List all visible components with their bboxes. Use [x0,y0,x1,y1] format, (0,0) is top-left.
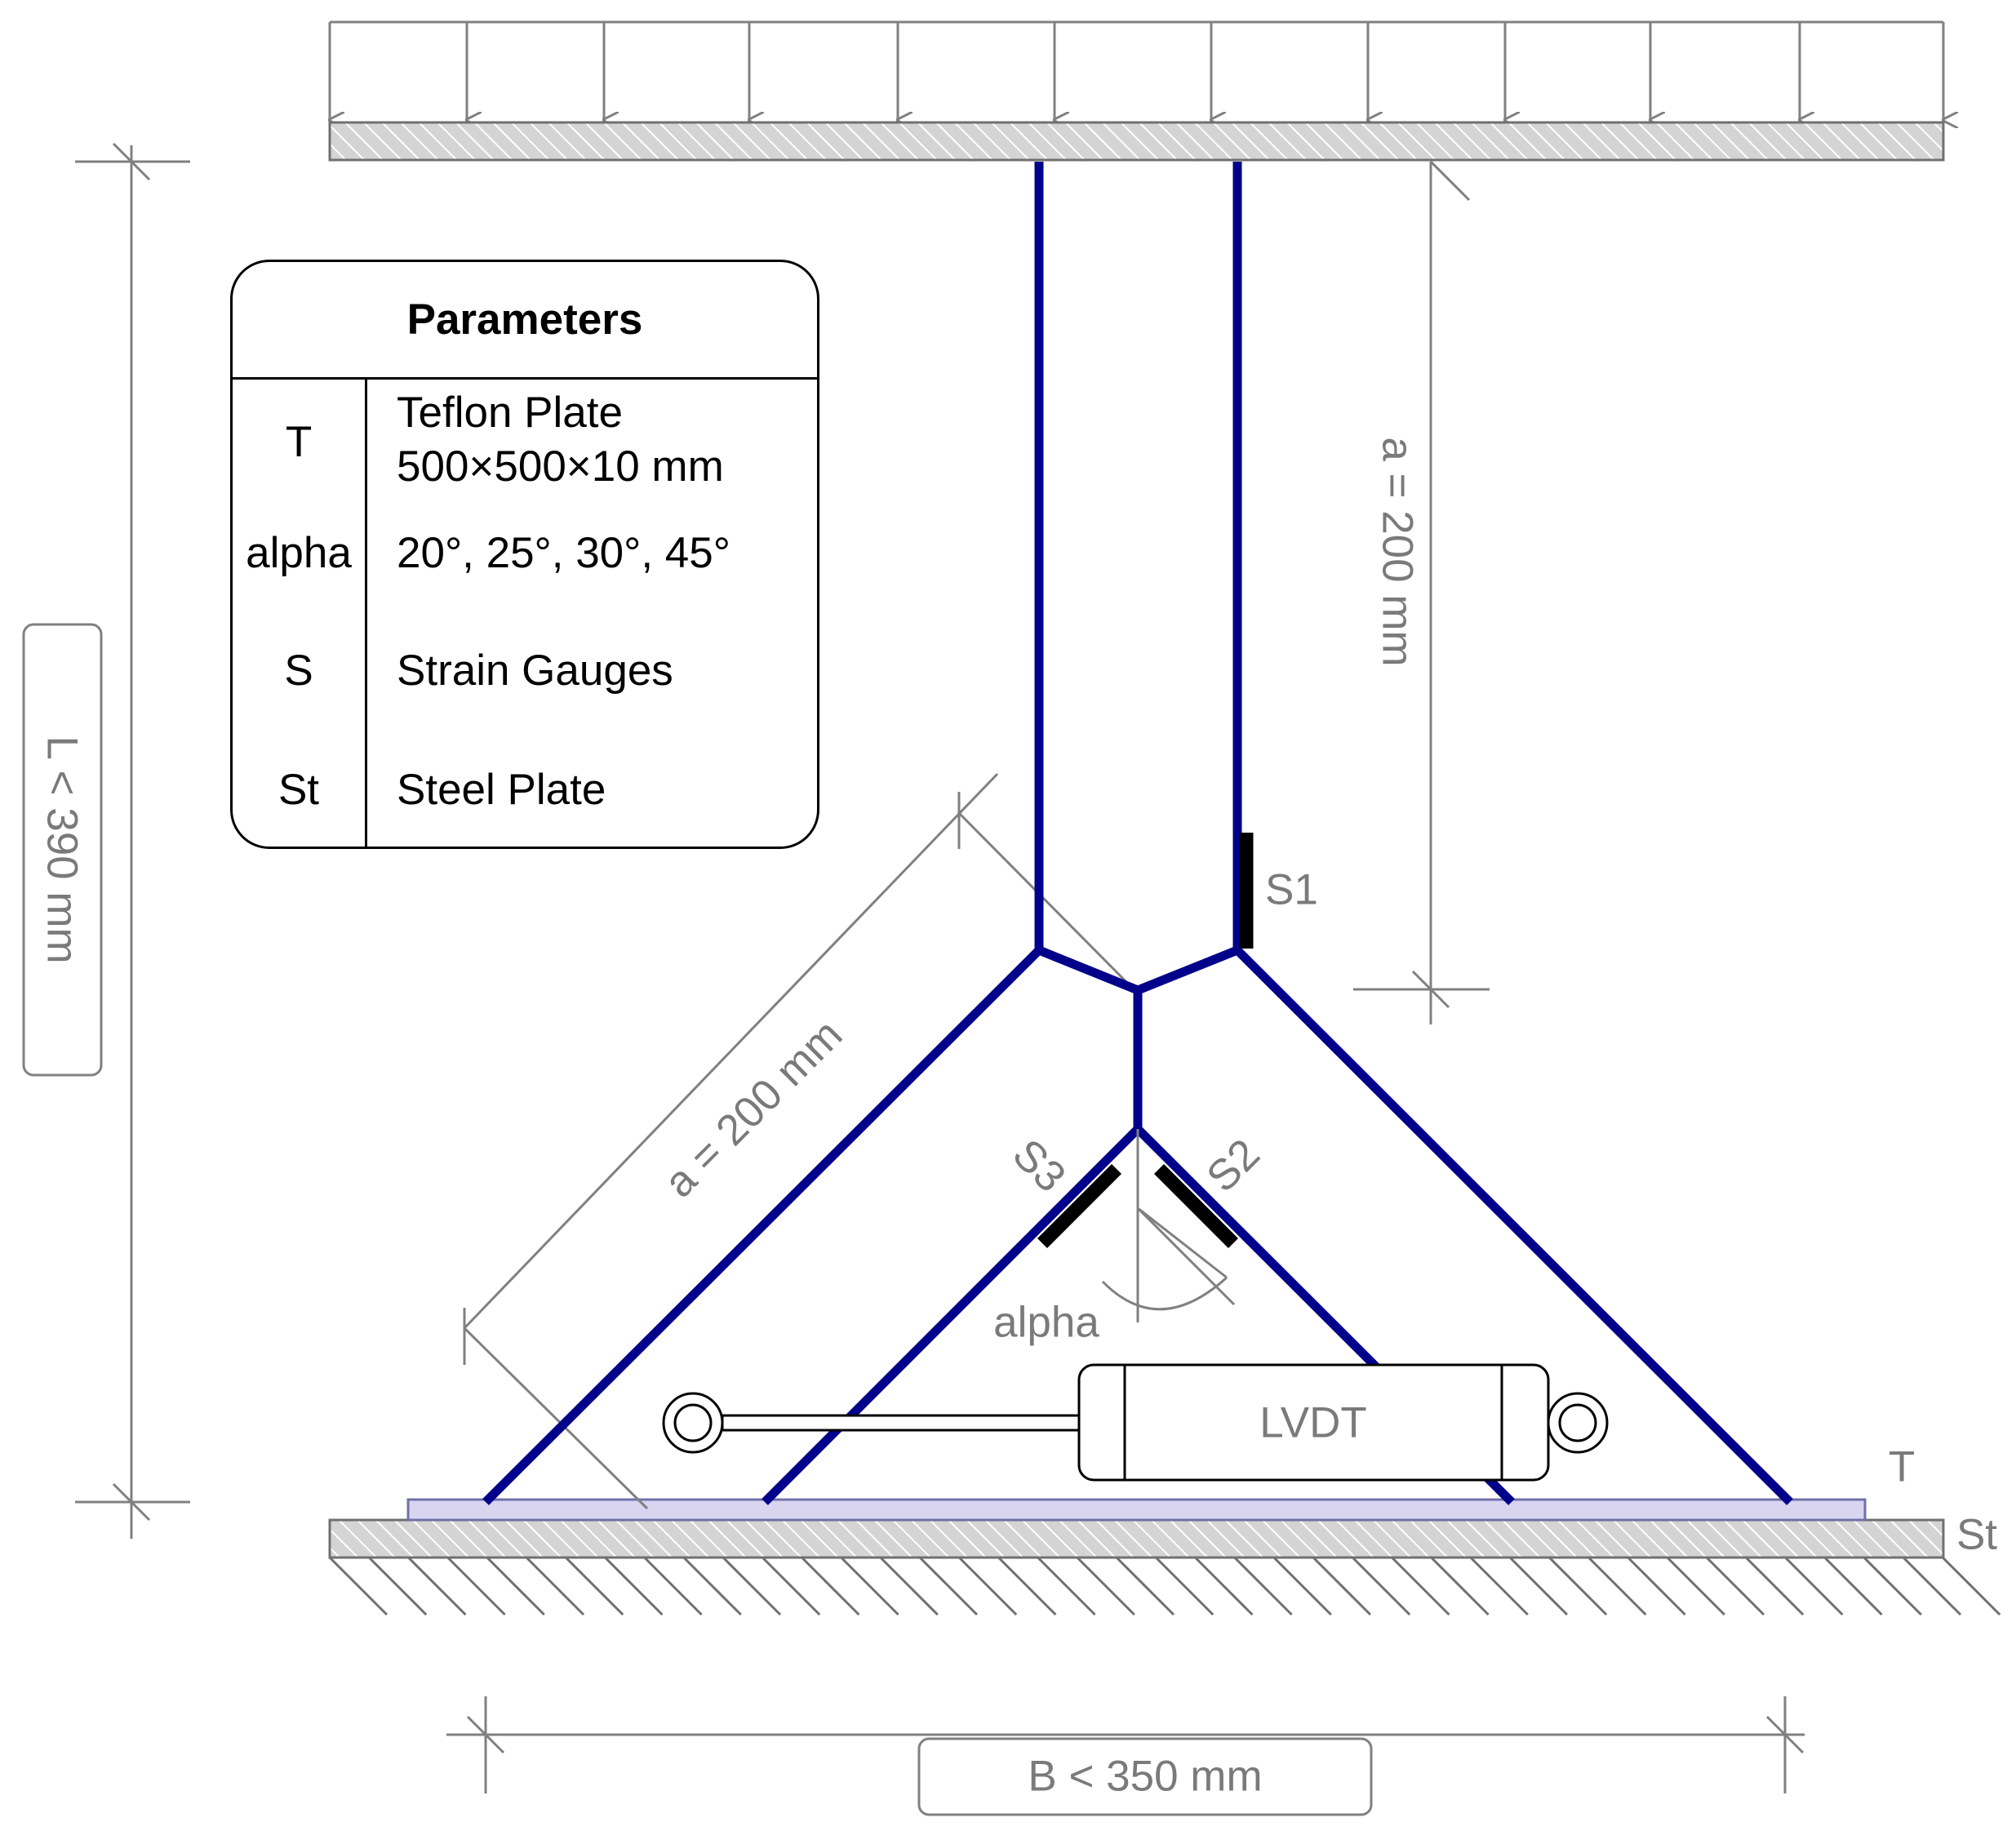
ground-hatch-line [486,1556,545,1616]
ground-hatch-line [1548,1556,1608,1616]
top-loading-plate [328,121,1945,162]
width-dimension-label: B < 350 mm [1028,1753,1262,1801]
ground-hatch-line [722,1556,782,1616]
ground-hatch-line [997,1556,1057,1616]
ground-hatch-line [1076,1556,1135,1616]
ground-hatch-line [1037,1556,1096,1616]
ground-hatch-line [1745,1556,1805,1616]
legend-value: 20°, 25°, 30°, 45° [397,529,730,577]
vertical-arm-dimension-label: a = 200 mm [1374,437,1422,666]
vertical-arm-dimension [1353,160,1490,1024]
ground-hatch-line [1823,1556,1883,1616]
ground-hatch-line [1352,1556,1411,1616]
ground-hatch-line [1115,1556,1175,1616]
width-dimension [446,1696,1805,1793]
ground-hatch-line [1863,1556,1922,1616]
ground-hatch-line [643,1556,703,1616]
ground-hatch-line [1155,1556,1214,1616]
steel-plate [328,1518,1945,1559]
ground-hatch-line [801,1556,860,1616]
ground-hatch-line [1784,1556,1844,1616]
legend-value: Strain Gauges [397,647,673,695]
ground-hatch-line [1391,1556,1450,1616]
ground-hatch-line [1627,1556,1686,1616]
ground-hatch-line [1587,1556,1647,1616]
ground-hatch [328,1556,2001,1616]
legend-value: Steel Plate [397,766,606,814]
gauge-s1-label: S1 [1265,866,1318,914]
ground-hatch-line [840,1556,899,1616]
ground-hatch-line [1430,1556,1490,1616]
legend-key: S [284,647,313,695]
strain-gauges [1037,833,1254,1249]
diagonal-arm-dimension [463,772,1138,1510]
strain-gauge-s2 [1153,1163,1239,1249]
ground-hatch-line [407,1556,467,1616]
teflon-label: T [1889,1443,1915,1491]
legend-value: 500×500×10 mm [397,442,724,491]
ground-hatch-line [918,1556,979,1616]
gauge-s3-label: S3 [1003,1130,1075,1202]
angle-alpha-marker [1101,1129,1236,1322]
steel-label: St [1956,1511,1997,1559]
strain-gauge-s3 [1037,1163,1122,1249]
ground-hatch-line [682,1556,742,1616]
distributed-load [330,20,1943,120]
lvdt-label: LVDT [1259,1399,1367,1447]
ground-hatch-line [368,1556,428,1616]
ground-hatch-line [1233,1556,1293,1616]
diagonal-arm-dimension-label: a = 200 mm [655,1011,852,1207]
ground-hatch-line [1272,1556,1332,1616]
legend-value: Teflon Plate [397,389,623,437]
height-dimension-box [22,623,103,1077]
ground-hatch-line [604,1556,664,1616]
ground-hatch-line [446,1556,506,1616]
legend-key: T [285,418,313,466]
ground-hatch-line [328,1556,389,1616]
angle-alpha-label: alpha [993,1299,1099,1347]
legend-title: Parameters [233,262,817,380]
width-dimension-box [917,1737,1373,1816]
ground-hatch-line [1942,1556,2001,1616]
ground-hatch-line [762,1556,821,1616]
ground-hatch-line [879,1556,939,1616]
ground-hatch-line [525,1556,585,1616]
ground-hatch-line [1508,1556,1569,1616]
ground-hatch-line [565,1556,624,1616]
legend-key: alpha [246,529,352,577]
ground-hatch-line [1666,1556,1725,1616]
teflon-plate [406,1498,1867,1522]
ground-hatch-line [1194,1556,1254,1616]
legend-divider [365,380,367,847]
ground-hatch-line [1312,1556,1372,1616]
ground-hatch-line [1705,1556,1765,1616]
ground-hatch-line [958,1556,1018,1616]
ground-hatch-line [1469,1556,1529,1616]
legend-key: St [278,766,320,814]
parameters-legend: Parameters T Teflon Plate 500×500×10 mm … [230,260,819,849]
ground-hatch-line [1902,1556,1962,1616]
height-dimension [75,142,190,1539]
height-dimension-label: L < 390 mm [38,736,87,963]
gauge-s2-label: S2 [1197,1130,1269,1202]
lvdt-sensor [662,1363,1609,1482]
